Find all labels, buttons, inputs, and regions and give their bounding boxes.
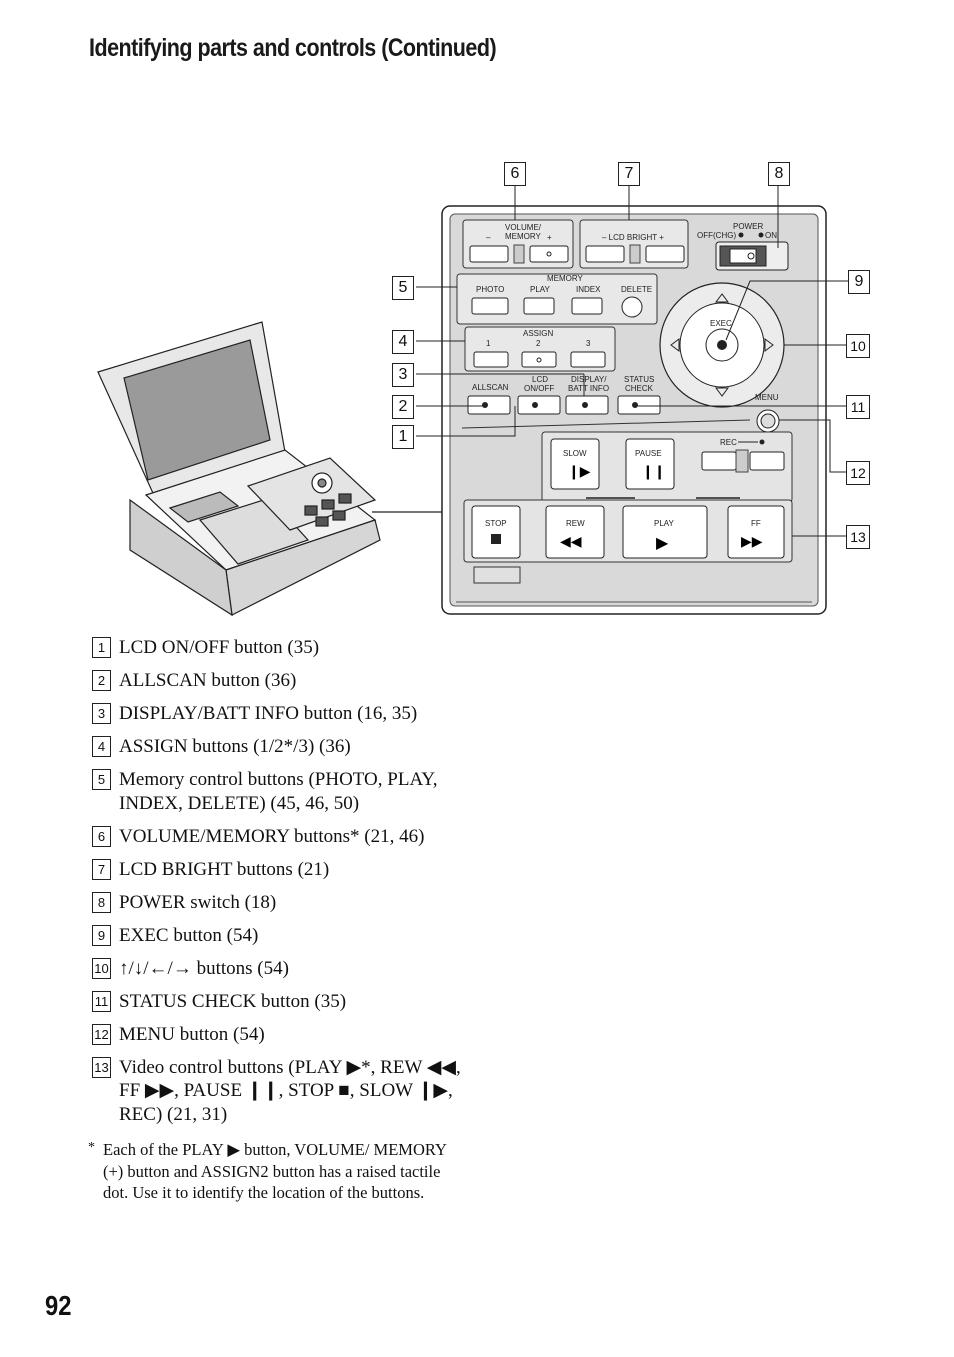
callout-3: 3 — [392, 363, 414, 387]
svg-text:ALLSCAN: ALLSCAN — [472, 383, 509, 392]
svg-text:▶▶: ▶▶ — [741, 534, 763, 550]
memory-label: MEMORY — [505, 232, 542, 241]
svg-text:INDEX: INDEX — [576, 285, 601, 294]
leader-lines — [416, 184, 850, 537]
svg-text:▶: ▶ — [656, 533, 669, 552]
callout-13: 13 — [846, 525, 870, 549]
volume-label: VOLUME/ — [505, 223, 542, 232]
footnote: * Each of the PLAY ▶ button, VOLUME/ MEM… — [88, 1139, 464, 1204]
svg-text:SLOW: SLOW — [563, 449, 587, 458]
svg-text:OFF(CHG): OFF(CHG) — [697, 231, 736, 240]
svg-text:FF: FF — [751, 519, 761, 528]
callout-1: 1 — [392, 425, 414, 449]
svg-text:ASSIGN: ASSIGN — [523, 329, 553, 338]
callout-6: 6 — [504, 162, 526, 186]
svg-text:PLAY: PLAY — [654, 519, 675, 528]
page-heading: Identifying parts and controls (Continue… — [89, 34, 497, 62]
svg-text:CHECK: CHECK — [625, 384, 654, 393]
svg-text:POWER: POWER — [733, 222, 763, 231]
svg-text:STOP: STOP — [485, 519, 507, 528]
footnote-text: Each of the PLAY ▶ button, VOLUME/ MEMOR… — [103, 1140, 447, 1202]
svg-text:❙▶: ❙▶ — [568, 464, 591, 480]
svg-text:–: – — [486, 233, 491, 242]
svg-text:BATT INFO: BATT INFO — [568, 384, 609, 393]
device-illustration: VOLUME/ MEMORY – + – LCD BRIGHT + POWER … — [97, 184, 850, 617]
callout-7: 7 — [618, 162, 640, 186]
callout-10: 10 — [846, 334, 870, 358]
svg-text:DELETE: DELETE — [621, 285, 652, 294]
svg-text:ON/OFF: ON/OFF — [524, 384, 554, 393]
footnote-marker: * — [88, 1140, 95, 1155]
page-number: 92 — [45, 1290, 72, 1321]
callout-2: 2 — [392, 395, 414, 419]
device-figure: VOLUME/ MEMORY – + – LCD BRIGHT + POWER … — [90, 150, 890, 620]
callout-5: 5 — [392, 276, 414, 300]
svg-text:PLAY: PLAY — [530, 285, 551, 294]
callout-11: 11 — [846, 395, 870, 419]
svg-text:REW: REW — [566, 519, 585, 528]
svg-text:3: 3 — [586, 339, 591, 348]
svg-text:DISPLAY/: DISPLAY/ — [571, 375, 607, 384]
svg-text:MEMORY: MEMORY — [547, 274, 584, 283]
svg-text:+: + — [547, 233, 552, 242]
svg-text:PAUSE: PAUSE — [635, 449, 662, 458]
svg-text:ON: ON — [765, 231, 777, 240]
svg-text:STATUS: STATUS — [624, 375, 654, 384]
player-drawing — [97, 321, 442, 617]
svg-text:◀◀: ◀◀ — [560, 534, 582, 550]
svg-text:EXEC: EXEC — [710, 319, 732, 328]
svg-text:❙❙: ❙❙ — [642, 464, 665, 480]
svg-text:– LCD BRIGHT +: – LCD BRIGHT + — [602, 233, 664, 242]
callout-4: 4 — [392, 330, 414, 354]
svg-text:LCD: LCD — [532, 375, 548, 384]
list-item: 10↑/↓/←/→ buttons (54) — [92, 957, 472, 981]
control-panel-drawing: VOLUME/ MEMORY – + – LCD BRIGHT + POWER … — [441, 205, 827, 615]
svg-text:2: 2 — [536, 339, 541, 348]
callout-9: 9 — [848, 270, 870, 294]
callout-12: 12 — [846, 461, 870, 485]
svg-text:PHOTO: PHOTO — [476, 285, 504, 294]
svg-text:MENU: MENU — [755, 393, 779, 402]
svg-text:REC: REC — [720, 438, 737, 447]
callout-8: 8 — [768, 162, 790, 186]
svg-text:1: 1 — [486, 339, 491, 348]
